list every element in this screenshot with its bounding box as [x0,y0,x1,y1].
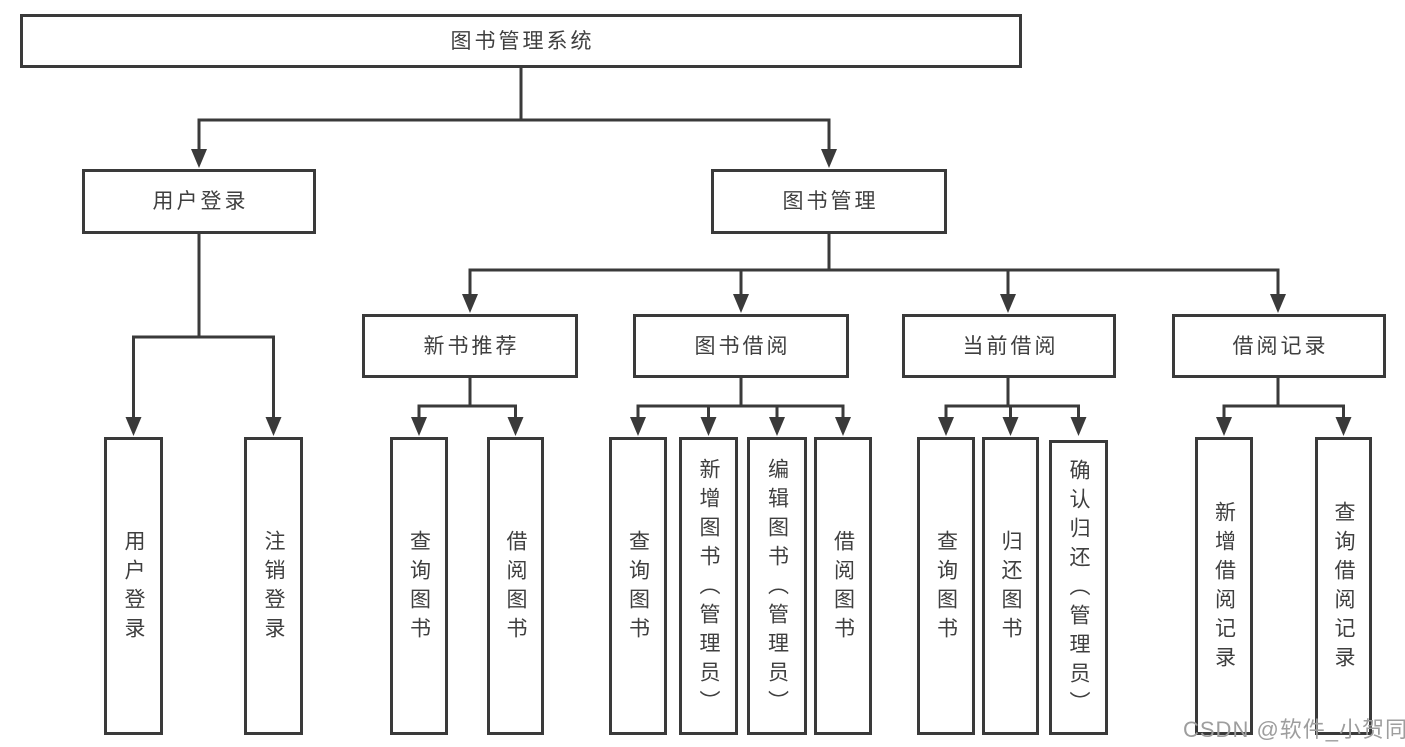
arrowhead [1335,417,1352,436]
connector-root-to-level2 [191,67,837,168]
arrowhead [733,294,749,313]
arrowhead [1002,417,1019,436]
node-new-book-recommend: 新书推荐 [362,314,578,378]
connector-user-login-children [125,233,282,436]
arrowhead [462,294,478,313]
arrowhead [411,417,427,436]
leaf-return-books: 归还图书 [982,437,1039,735]
connector-borrow-records-children [1216,377,1352,436]
leaf-confirm-return-admin: 确认归还（管理员） [1049,440,1108,735]
leaf-current-query-books: 查询图书 [917,437,975,735]
connector-new-book-recommend-children [411,377,524,436]
arrowhead [1000,294,1016,313]
arrowhead [769,417,785,436]
node-book-borrowing: 图书借阅 [633,314,849,378]
arrowhead [507,417,524,436]
arrowhead [630,417,646,436]
arrowhead [835,417,851,436]
arrowhead [191,149,207,168]
leaf-add-books-admin: 新增图书（管理员） [679,437,738,735]
arrowhead [1070,417,1087,436]
arrowhead [125,417,142,436]
arrowhead [938,417,954,436]
node-book-management: 图书管理 [711,169,947,234]
leaf-recommend-query-books: 查询图书 [390,437,448,735]
node-user-login: 用户登录 [82,169,316,234]
leaf-edit-books-admin: 编辑图书（管理员） [747,437,807,735]
connector-book-management-children [462,233,1286,313]
leaf-borrowing-borrow-books: 借阅图书 [814,437,872,735]
arrowhead [265,417,282,436]
leaf-recommend-borrow-books: 借阅图书 [487,437,544,735]
leaf-user-login: 用户登录 [104,437,163,735]
arrowhead [1270,294,1286,313]
connector-current-borrowing-children [938,377,1087,436]
leaf-borrowing-query-books: 查询图书 [609,437,667,735]
arrowhead [1216,417,1232,436]
arrowhead [700,417,717,436]
csdn-watermark: CSDN @软件_小贺同学 [1183,717,1405,742]
node-current-borrowing: 当前借阅 [902,314,1116,378]
connector-book-borrowing-children [630,377,851,436]
arrowhead [821,149,837,168]
leaf-query-borrow-record: 查询借阅记录 [1315,437,1372,735]
leaf-logout: 注销登录 [244,437,303,735]
node-library-management-system: 图书管理系统 [20,14,1022,68]
leaf-add-borrow-record: 新增借阅记录 [1195,437,1253,735]
node-borrow-records: 借阅记录 [1172,314,1386,378]
